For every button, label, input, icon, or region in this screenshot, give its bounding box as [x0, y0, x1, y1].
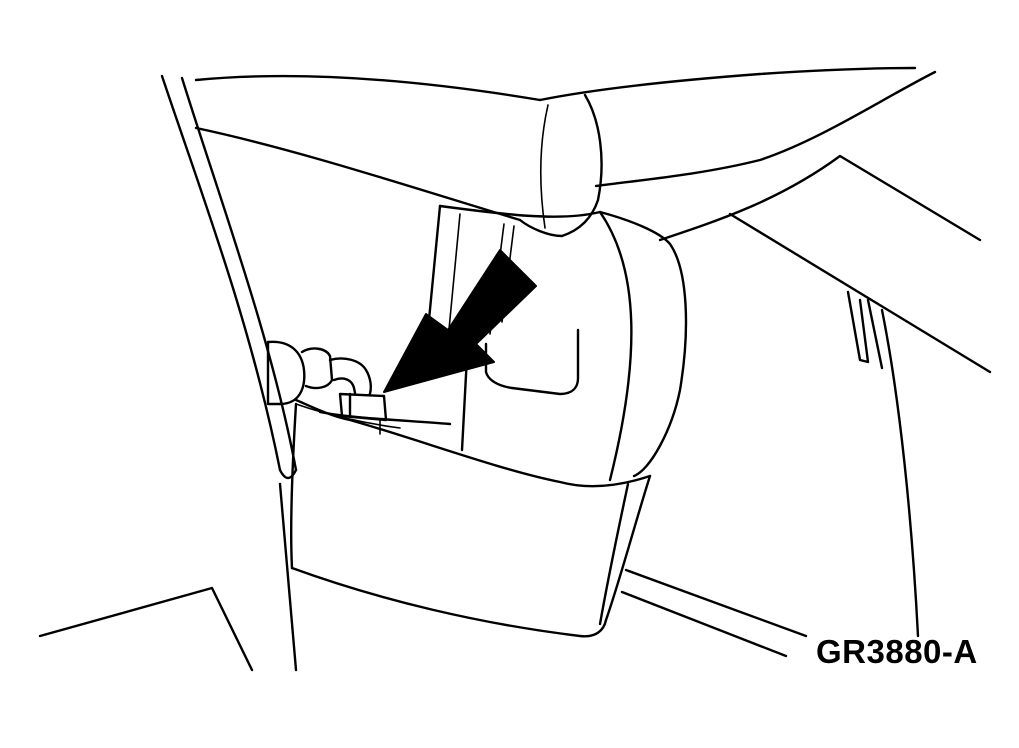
connector-harness	[266, 340, 452, 435]
right-frame	[620, 154, 992, 658]
base-lines	[38, 482, 298, 672]
figure-reference-code: GR3880-A	[816, 633, 978, 670]
lower-bezel	[290, 398, 652, 638]
upper-cover	[194, 66, 937, 238]
arrow-icon	[383, 249, 537, 393]
